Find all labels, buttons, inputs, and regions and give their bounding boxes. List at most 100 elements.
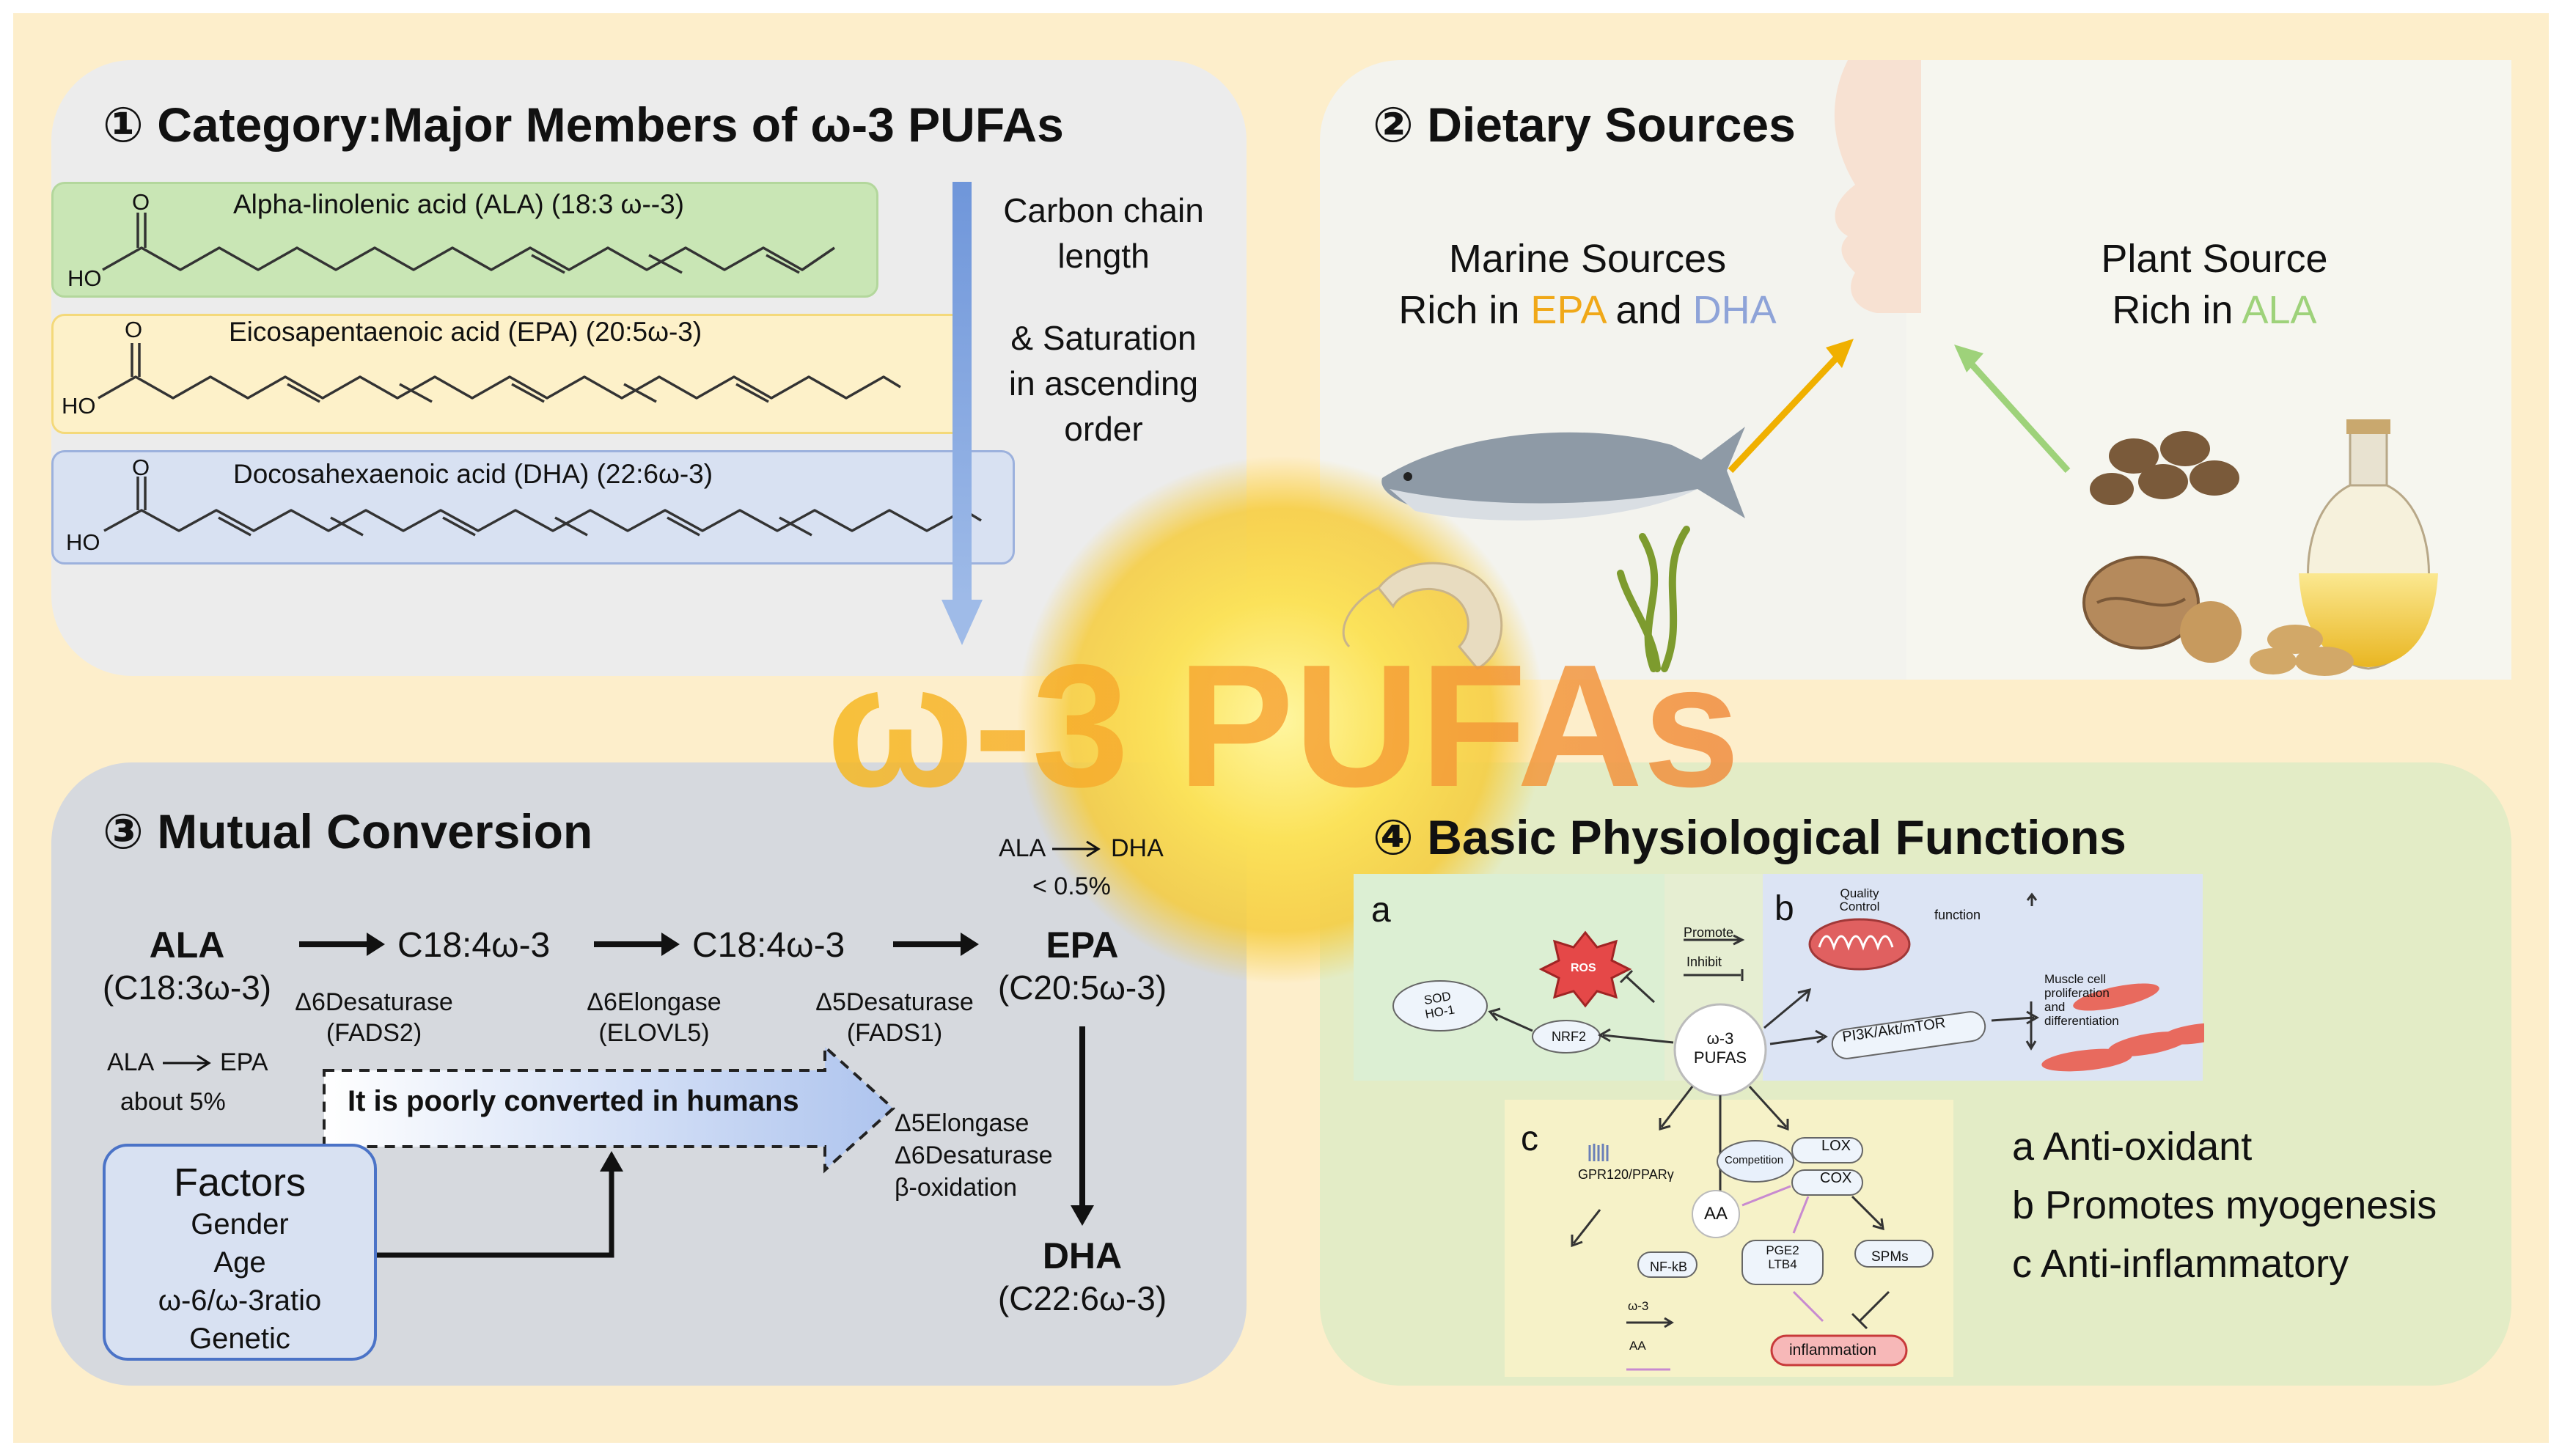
function-label: function	[1934, 908, 1981, 922]
ala-dha-right: DHA	[1111, 834, 1164, 862]
center-node-label: ω-3 PUFAS	[1684, 1029, 1757, 1067]
enzyme-2-line-1: Δ6Elongase	[587, 988, 722, 1016]
dha-node-formula: (C22:6ω-3)	[997, 1279, 1167, 1317]
center-title: ω-3 PUFAs	[826, 629, 1740, 814]
marine-rich-in: Rich in	[1398, 288, 1531, 332]
spms-label: SPMs	[1871, 1249, 1909, 1265]
promote-label: Promote	[1684, 925, 1734, 940]
marine-epa: EPA	[1530, 288, 1605, 332]
peanuts-icon	[2250, 625, 2354, 676]
factors-title: Factors	[173, 1161, 307, 1205]
dha-box	[51, 450, 1015, 565]
factors-box: Factors Gender Age ω-6/ω-3ratio Genetic	[103, 1144, 377, 1361]
inhibit-label: Inhibit	[1686, 955, 1722, 969]
function-diagram	[1392, 892, 2204, 1371]
muscle-line-4: differentiation	[2044, 1014, 2119, 1028]
gpr-label: GPR120/PPARγ	[1578, 1167, 1674, 1182]
ala-box	[51, 182, 878, 298]
enzyme-3-line-1: Δ5Desaturase	[815, 988, 974, 1016]
c18-node-2: C18:4ω-3	[692, 926, 845, 965]
enzyme-4: Δ5Elongase Δ6Desaturase β-oxidation	[895, 1107, 1053, 1204]
dha-structure	[103, 477, 982, 537]
factors-list: Gender Age ω-6/ω-3ratio Genetic	[106, 1205, 374, 1358]
epa-ho-label: HO	[62, 393, 96, 419]
inflammation-label: inflammation	[1789, 1342, 1877, 1358]
factor-age: Age	[213, 1246, 266, 1279]
ala-epa-right: EPA	[220, 1048, 268, 1076]
center-node-line-2: PUFAS	[1693, 1048, 1747, 1067]
dha-ho-label: HO	[66, 529, 100, 555]
factor-genetic: Genetic	[189, 1323, 290, 1355]
ala-node-formula: (C18:3ω-3)	[102, 968, 272, 1007]
beans-icon	[2090, 431, 2239, 505]
enzyme-2: Δ6Elongase (ELOVL5)	[559, 987, 749, 1048]
epa-box	[51, 314, 968, 434]
arrow-caption-line-3: & Saturation	[1010, 319, 1197, 357]
aa-label: AA	[1704, 1204, 1728, 1224]
muscle-cells-icon	[2041, 983, 2204, 1072]
epa-structure	[98, 343, 901, 403]
plant-line-1: Plant Source	[2101, 237, 2328, 281]
lox-label: LOX	[1821, 1138, 1851, 1154]
c18-node-1: C18:4ω-3	[397, 926, 551, 965]
function-myogenesis: b Promotes myogenesis	[2012, 1183, 2437, 1227]
ala-ho-label: HO	[67, 265, 102, 291]
oil-bottle-icon	[2299, 419, 2438, 670]
center-node-line-1: ω-3	[1706, 1029, 1734, 1048]
dha-node: DHA (C22:6ω-3)	[983, 1235, 1182, 1318]
epa-node: EPA (C20:5ω-3)	[983, 924, 1182, 1007]
epa-node-name: EPA	[1046, 924, 1119, 966]
walnut-icon	[2082, 556, 2242, 663]
muscle-line-3: and	[2044, 1000, 2066, 1014]
sub-c-label: c	[1521, 1119, 1538, 1158]
mitochondria-icon	[1808, 918, 1911, 971]
ala-structure	[102, 213, 835, 274]
function-list: a Anti-oxidant b Promotes myogenesis c A…	[2012, 1117, 2437, 1293]
enzyme-3: Δ5Desaturase (FADS1)	[799, 987, 990, 1048]
face-profile-icon	[1834, 60, 1921, 313]
plant-rich-in: Rich in	[2112, 288, 2242, 332]
quality-control-label: Quality Control	[1823, 887, 1896, 913]
enzyme-1-line-2: (FADS2)	[326, 1019, 422, 1047]
dha-name: Docosahexaenoic acid (DHA) (22:6ω-3)	[233, 459, 713, 489]
ala-name: Alpha-linolenic acid (ALA) (18:3 ω--3)	[233, 189, 684, 219]
epa-name: Eicosapentaenoic acid (EPA) (20:5ω-3)	[229, 317, 702, 347]
receptor-icon	[1588, 1144, 1609, 1161]
ala-o-label: O	[132, 189, 150, 215]
plant-arrow	[1962, 354, 2071, 474]
factor-gender: Gender	[191, 1208, 289, 1240]
dha-o-label: O	[132, 455, 150, 480]
competition-label: Competition	[1725, 1154, 1784, 1166]
function-anti-oxidant: a Anti-oxidant	[2012, 1125, 2253, 1169]
ascending-order-arrow	[942, 182, 983, 645]
arrow-caption-line-4: in ascending	[1008, 364, 1199, 402]
pge-line-1: PGE2	[1766, 1243, 1799, 1257]
arrow-caption-line-1: Carbon chain	[1003, 191, 1204, 229]
muscle-line-2: proliferation	[2044, 986, 2110, 1000]
muscle-label: Muscle cell proliferation and differenti…	[2044, 972, 2119, 1028]
marine-line-1: Marine Sources	[1448, 237, 1727, 281]
marine-arrow	[1728, 347, 1847, 474]
panel4-title: ④ Basic Physiological Functions	[1373, 810, 2126, 864]
muscle-line-1: Muscle cell	[2044, 972, 2107, 986]
enzyme-3-line-2: (FADS1)	[846, 1019, 943, 1047]
panel3-title: ③ Mutual Conversion	[103, 804, 593, 858]
marine-caption: Marine Sources Rich in EPA and DHA	[1353, 233, 1822, 336]
nrf2-label: NRF2	[1552, 1029, 1587, 1044]
plant-ala: ALA	[2242, 288, 2317, 332]
ala-node-name: ALA	[149, 924, 225, 966]
pge-label: PGE2 LTB4	[1742, 1243, 1823, 1271]
function-anti-inflammatory: c Anti-inflammatory	[2012, 1242, 2349, 1286]
enzyme-1-line-1: Δ6Desaturase	[295, 988, 453, 1016]
nfkb-label: NF-kB	[1650, 1260, 1687, 1274]
ala-dha-left: ALA	[999, 834, 1046, 862]
fish-icon	[1381, 427, 1745, 521]
quality-line-2: Control	[1839, 900, 1880, 913]
sub-a-label: a	[1371, 891, 1391, 930]
epa-node-formula: (C20:5ω-3)	[997, 968, 1167, 1007]
center-title-graphic: ω-3 PUFAs	[826, 629, 1740, 814]
dha-node-name: DHA	[1042, 1235, 1123, 1276]
ros-label: ROS	[1571, 962, 1596, 974]
ala-epa-value: about 5%	[120, 1088, 226, 1116]
